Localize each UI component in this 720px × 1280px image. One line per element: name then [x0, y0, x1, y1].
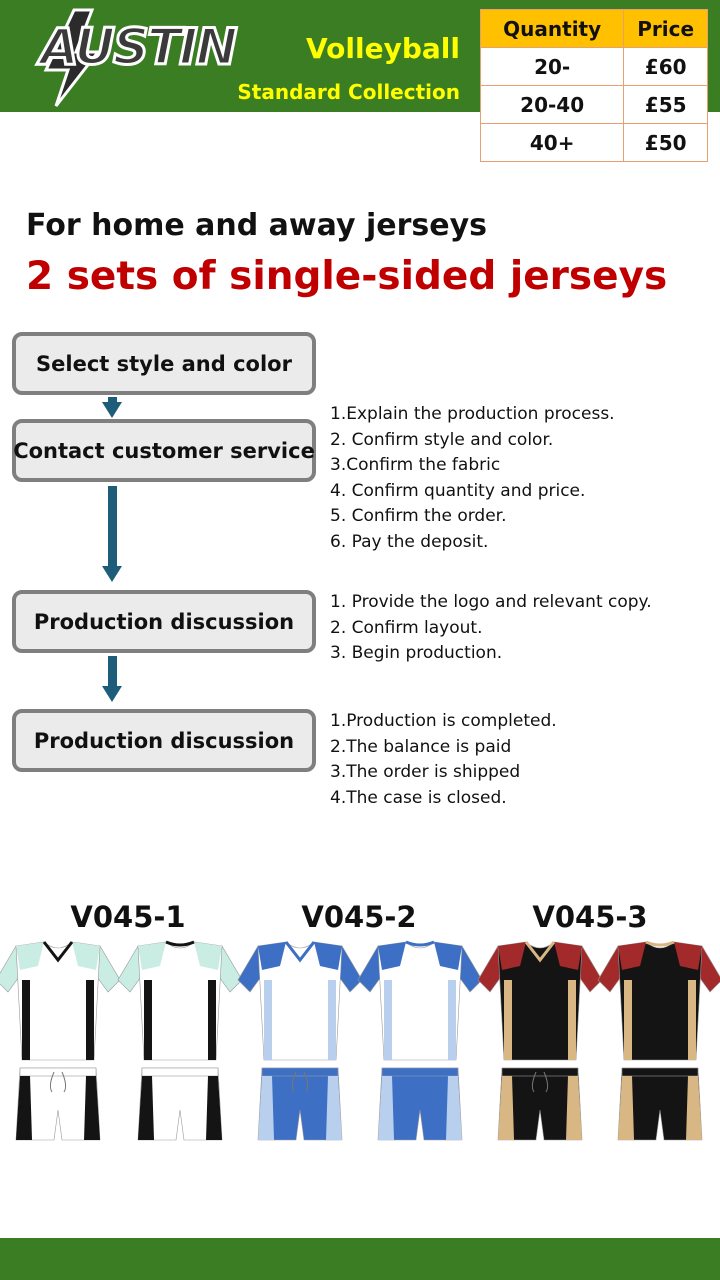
note-item: 1.Production is completed.	[330, 711, 557, 731]
production-complete-notes: 1.Production is completed. 2.The balance…	[330, 709, 557, 811]
jersey-kit	[477, 941, 603, 1141]
product-code: V045-1	[70, 900, 186, 934]
note-item: 4. Confirm quantity and price.	[330, 480, 586, 501]
price-table-header-row: Quantity Price	[479, 9, 708, 48]
brand-logo	[43, 8, 102, 107]
note-item: 2. Confirm style and color.	[330, 429, 554, 450]
price-row: 40+ £50	[479, 123, 708, 162]
note-item: 3.Confirm the fabric	[330, 455, 501, 476]
jersey-kit	[357, 940, 483, 1141]
quantity-cell: 40+	[479, 123, 625, 162]
note-item: 1. Provide the logo and relevant copy.	[330, 592, 652, 612]
price-cell: £60	[623, 47, 708, 86]
price-cell: £55	[623, 85, 708, 124]
price-column-header: Price	[623, 9, 708, 48]
price-row: 20-40 £55	[479, 85, 708, 124]
price-table: Quantity Price 20- £60 20-40 £55 40+ £50	[479, 9, 708, 162]
production-discussion-notes: 1. Provide the logo and relevant copy. 2…	[330, 590, 652, 667]
step-production-discussion: Production discussion	[12, 590, 316, 653]
step-production-complete: Production discussion	[12, 709, 316, 772]
footer-band	[0, 1238, 720, 1280]
price-cell: £50	[623, 123, 708, 162]
note-item: 2. Confirm layout.	[330, 617, 483, 638]
step-contact-service: Contact customer service	[12, 419, 316, 482]
quantity-column-header: Quantity	[479, 9, 625, 48]
header-title: Volleyball	[306, 32, 460, 65]
note-item: 3. Begin production.	[330, 643, 503, 664]
flow-arrow	[102, 486, 122, 582]
jersey-kit	[0, 941, 121, 1141]
step-select-style: Select style and color	[12, 332, 316, 395]
headline-secondary: 2 sets of single-sided jerseys	[26, 254, 668, 299]
quantity-cell: 20-	[479, 47, 625, 86]
note-item: 1.Explain the production process.	[330, 404, 615, 424]
note-item: 3.The order is shipped	[330, 762, 521, 783]
note-item: 6. Pay the deposit.	[330, 531, 489, 552]
header-subtitle: Standard Collection	[237, 80, 460, 104]
quantity-cell: 20-40	[479, 85, 625, 124]
flow-arrow	[102, 656, 122, 702]
jersey-kits-illustration	[0, 940, 720, 1141]
brand-logo-text: AUSTIN	[39, 17, 240, 78]
note-item: 5. Confirm the order.	[330, 506, 507, 527]
headline-primary: For home and away jerseys	[26, 208, 487, 243]
note-item: 4.The case is closed.	[330, 787, 507, 808]
jersey-kit	[237, 941, 363, 1141]
contact-service-notes: 1.Explain the production process. 2. Con…	[330, 402, 615, 556]
product-code: V045-3	[532, 900, 648, 934]
price-row: 20- £60	[479, 47, 708, 86]
note-item: 2.The balance is paid	[330, 736, 512, 757]
jersey-kit	[597, 940, 720, 1141]
product-code: V045-2	[301, 900, 417, 934]
flow-arrow	[102, 397, 122, 418]
jersey-kit	[117, 940, 243, 1141]
